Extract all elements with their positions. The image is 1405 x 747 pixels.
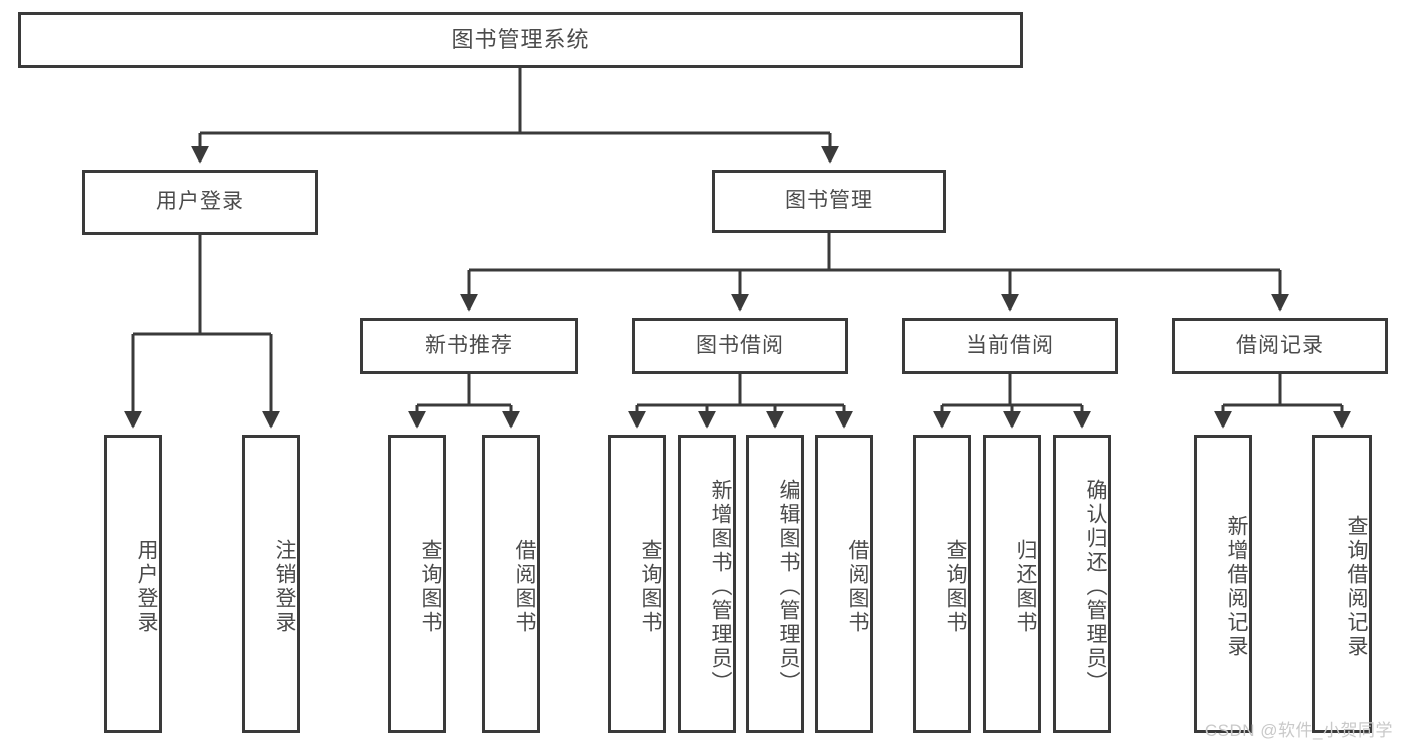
node-leaf-query-book-3[interactable]: 查询图书 (913, 435, 971, 733)
node-leaf-return-book-label: 归还图书 (1014, 539, 1037, 635)
node-user-login-label: 用户登录 (156, 190, 244, 214)
node-leaf-edit-book-admin[interactable]: 编辑图书（管理员） (746, 435, 804, 733)
node-book-management[interactable]: 图书管理 (712, 170, 946, 233)
node-leaf-query-book-2[interactable]: 查询图书 (608, 435, 666, 733)
node-leaf-borrow-book-1[interactable]: 借阅图书 (482, 435, 540, 733)
node-leaf-add-borrow-record[interactable]: 新增借阅记录 (1194, 435, 1252, 733)
node-current-borrow[interactable]: 当前借阅 (902, 318, 1118, 374)
node-leaf-borrow-book-2-label: 借阅图书 (846, 539, 869, 635)
node-leaf-edit-book-admin-label: 编辑图书（管理员） (777, 479, 800, 695)
node-leaf-query-borrow-record-label: 查询借阅记录 (1345, 515, 1368, 659)
node-leaf-add-borrow-record-label: 新增借阅记录 (1225, 515, 1248, 659)
node-leaf-confirm-return-admin[interactable]: 确认归还（管理员） (1053, 435, 1111, 733)
node-leaf-confirm-return-admin-label: 确认归还（管理员） (1084, 479, 1107, 695)
node-new-book-recommend[interactable]: 新书推荐 (360, 318, 578, 374)
node-leaf-borrow-book-2[interactable]: 借阅图书 (815, 435, 873, 733)
node-leaf-user-login[interactable]: 用户登录 (104, 435, 162, 733)
node-current-borrow-label: 当前借阅 (966, 333, 1054, 357)
node-leaf-user-login-label: 用户登录 (135, 539, 158, 635)
node-leaf-return-book[interactable]: 归还图书 (983, 435, 1041, 733)
node-new-book-recommend-label: 新书推荐 (425, 333, 513, 357)
node-leaf-logout-login-label: 注销登录 (273, 539, 296, 635)
node-book-borrow-label: 图书借阅 (696, 333, 784, 357)
node-root[interactable]: 图书管理系统 (18, 12, 1023, 68)
node-borrow-record-label: 借阅记录 (1236, 333, 1324, 357)
node-leaf-add-book-admin[interactable]: 新增图书（管理员） (678, 435, 736, 733)
node-leaf-query-book-1[interactable]: 查询图书 (388, 435, 446, 733)
node-borrow-record[interactable]: 借阅记录 (1172, 318, 1388, 374)
node-leaf-query-borrow-record[interactable]: 查询借阅记录 (1312, 435, 1372, 733)
node-user-login[interactable]: 用户登录 (82, 170, 318, 235)
node-leaf-borrow-book-1-label: 借阅图书 (513, 539, 536, 635)
node-leaf-query-book-3-label: 查询图书 (944, 539, 967, 635)
node-leaf-query-book-1-label: 查询图书 (419, 539, 442, 635)
watermark-text: CSDN @软件_小贺同学 (1204, 721, 1393, 740)
node-leaf-logout-login[interactable]: 注销登录 (242, 435, 300, 733)
node-leaf-query-book-2-label: 查询图书 (639, 539, 662, 635)
node-leaf-add-book-admin-label: 新增图书（管理员） (709, 479, 732, 695)
node-root-label: 图书管理系统 (451, 27, 590, 53)
node-book-management-label: 图书管理 (785, 189, 873, 213)
node-book-borrow[interactable]: 图书借阅 (632, 318, 848, 374)
